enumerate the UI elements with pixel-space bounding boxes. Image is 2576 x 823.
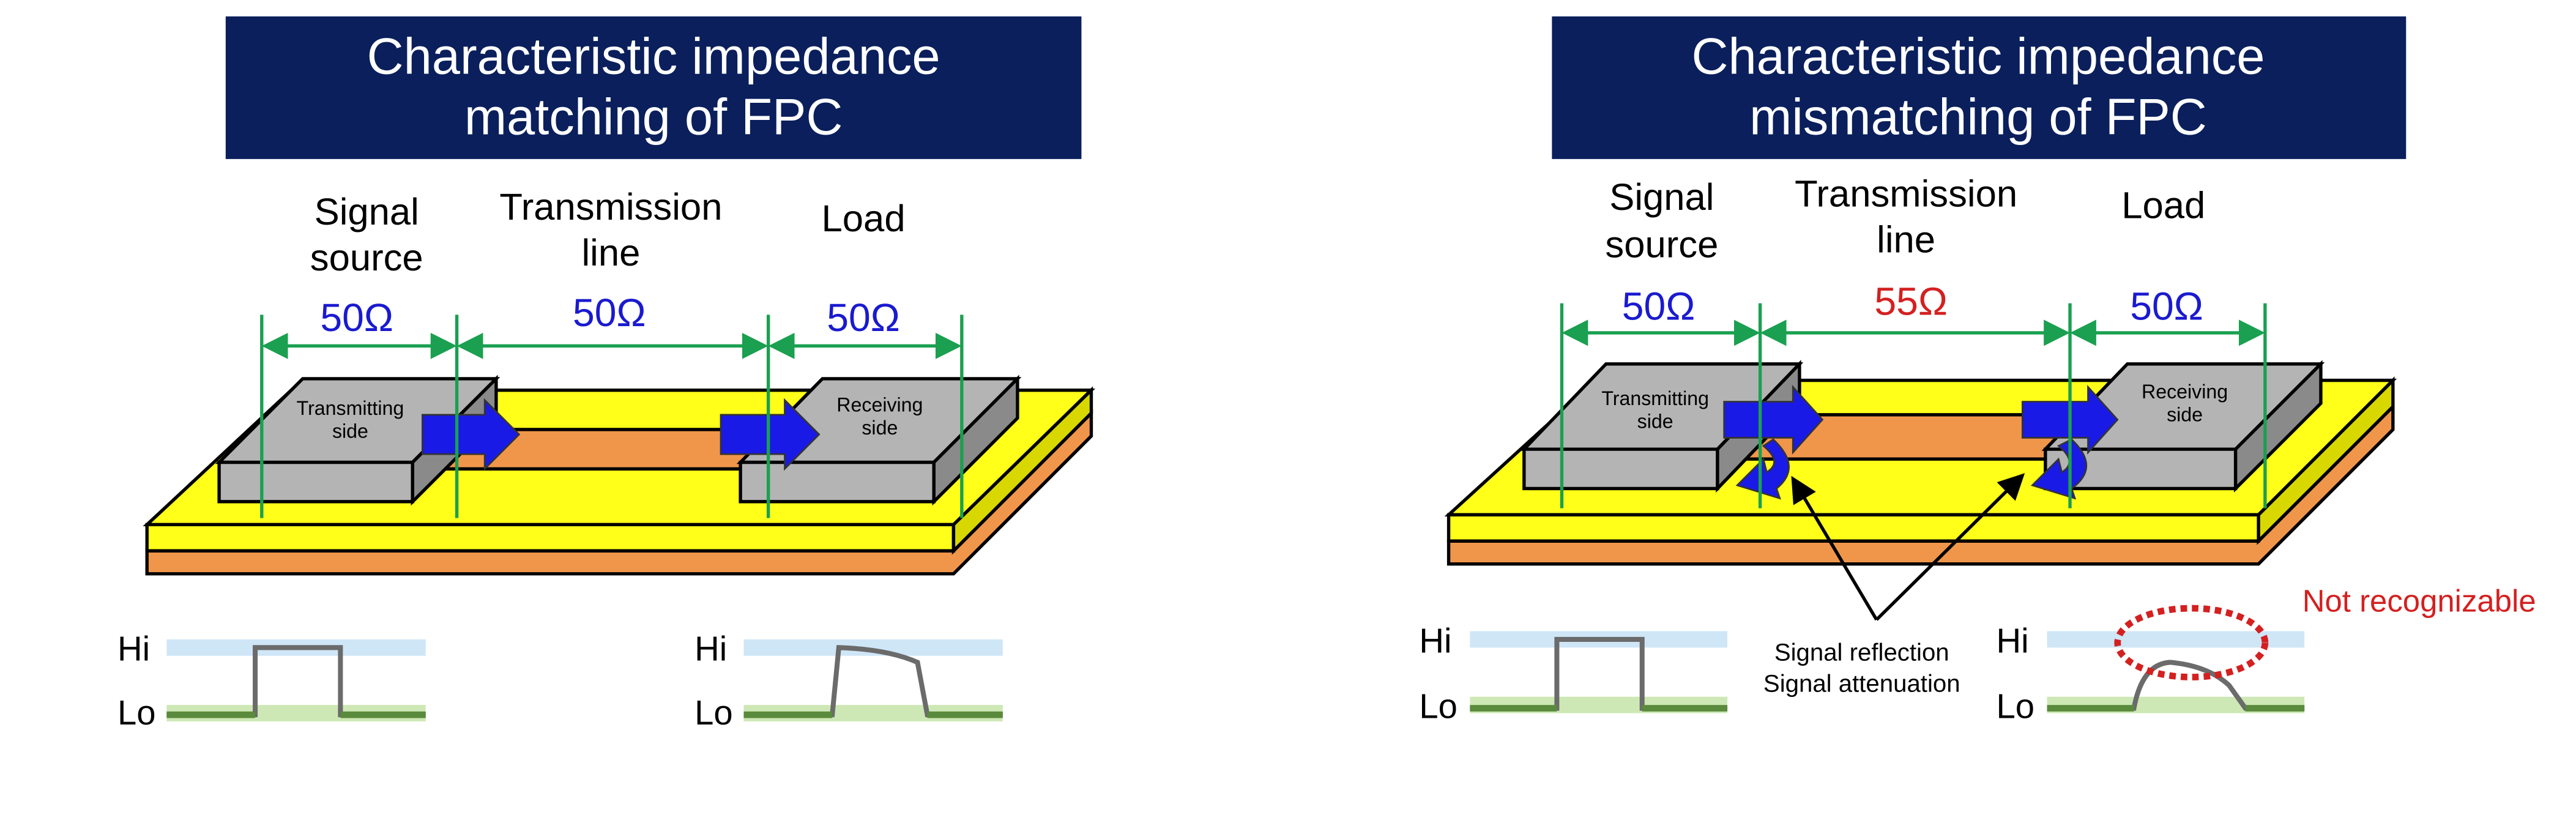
waveform-input: Hi Lo [1419, 621, 1728, 726]
waveform-output: Hi Lo [1996, 605, 2305, 726]
impedance-source: 50Ω [1622, 284, 1696, 328]
label-transmission-line-2: line [1877, 219, 1935, 261]
label-transmission-line: Transmission [499, 186, 722, 228]
rx-label-2: side [862, 417, 898, 439]
lo-label: Lo [1996, 687, 2034, 726]
dimension-lines [260, 315, 964, 518]
label-signal-source-2: source [1605, 224, 1718, 266]
callout-signal-reflection: Signal reflection [1774, 639, 1949, 666]
rx-block-side [2233, 360, 2323, 493]
label-load: Load [2121, 184, 2205, 226]
hi-label: Hi [117, 630, 150, 668]
lo-label: Lo [1419, 687, 1457, 726]
waveform-output: Hi Lo [694, 630, 1003, 732]
signal-arrow-icon [1723, 384, 1824, 455]
panel-mismatching: Characteristic impedance mismatching of … [1419, 16, 2536, 726]
impedance-line: 50Ω [573, 291, 646, 335]
panel-matching: Characteristic impedance matching of FPC… [117, 16, 1096, 732]
board-front [1446, 513, 2260, 543]
title-line-1: Characteristic impedance [367, 28, 940, 85]
board-front [145, 523, 956, 553]
label-signal-source-2: source [310, 237, 423, 279]
rx-label: Receiving [836, 393, 923, 415]
hi-label: Hi [1419, 621, 1451, 660]
label-transmission-line: Transmission [1795, 173, 2017, 215]
hi-label: Hi [694, 630, 727, 668]
rx-block-side [932, 374, 1019, 506]
tx-label: Transmitting [1601, 387, 1709, 409]
board-side [2257, 376, 2395, 545]
tx-label: Transmitting [297, 397, 404, 419]
signal-arrow-icon [421, 398, 521, 471]
impedance-load: 50Ω [2130, 284, 2203, 328]
title-line-2: matching of FPC [464, 89, 843, 146]
impedance-source: 50Ω [320, 296, 393, 340]
reflection-arrow-icon [2030, 438, 2087, 500]
tx-label-2: side [332, 420, 368, 442]
title-banner [225, 16, 1082, 159]
hi-label: Hi [1996, 621, 2028, 660]
label-transmission-line-2: line [582, 232, 641, 274]
label-signal-source: Signal [1609, 176, 1714, 218]
unrecognizable-marker [2114, 605, 2269, 680]
dimension-lines [1560, 303, 2267, 508]
title-line-2: mismatching of FPC [1749, 89, 2207, 146]
title-banner [1552, 16, 2407, 159]
label-load: Load [822, 198, 906, 240]
callout-arrows [1791, 473, 2025, 621]
impedance-line: 55Ω [1874, 279, 1948, 323]
tx-block-front [1522, 447, 1719, 491]
warning-not-recognizable: Not recognizable [2302, 583, 2536, 618]
label-signal-source: Signal [315, 191, 419, 233]
board-side [951, 386, 1093, 555]
impedance-load: 50Ω [827, 296, 900, 340]
tx-label-2: side [1637, 410, 1673, 432]
title-line-1: Characteristic impedance [1691, 28, 2265, 85]
rx-label-2: side [2167, 404, 2203, 426]
waveform-input: Hi Lo [117, 630, 426, 732]
reflection-arrow-icon [1735, 438, 1790, 500]
tx-block-front [217, 460, 414, 504]
lo-label: Lo [694, 693, 733, 732]
rx-label: Receiving [2142, 381, 2228, 403]
callout-signal-attenuation: Signal attenuation [1763, 670, 1960, 698]
lo-label: Lo [117, 693, 156, 732]
